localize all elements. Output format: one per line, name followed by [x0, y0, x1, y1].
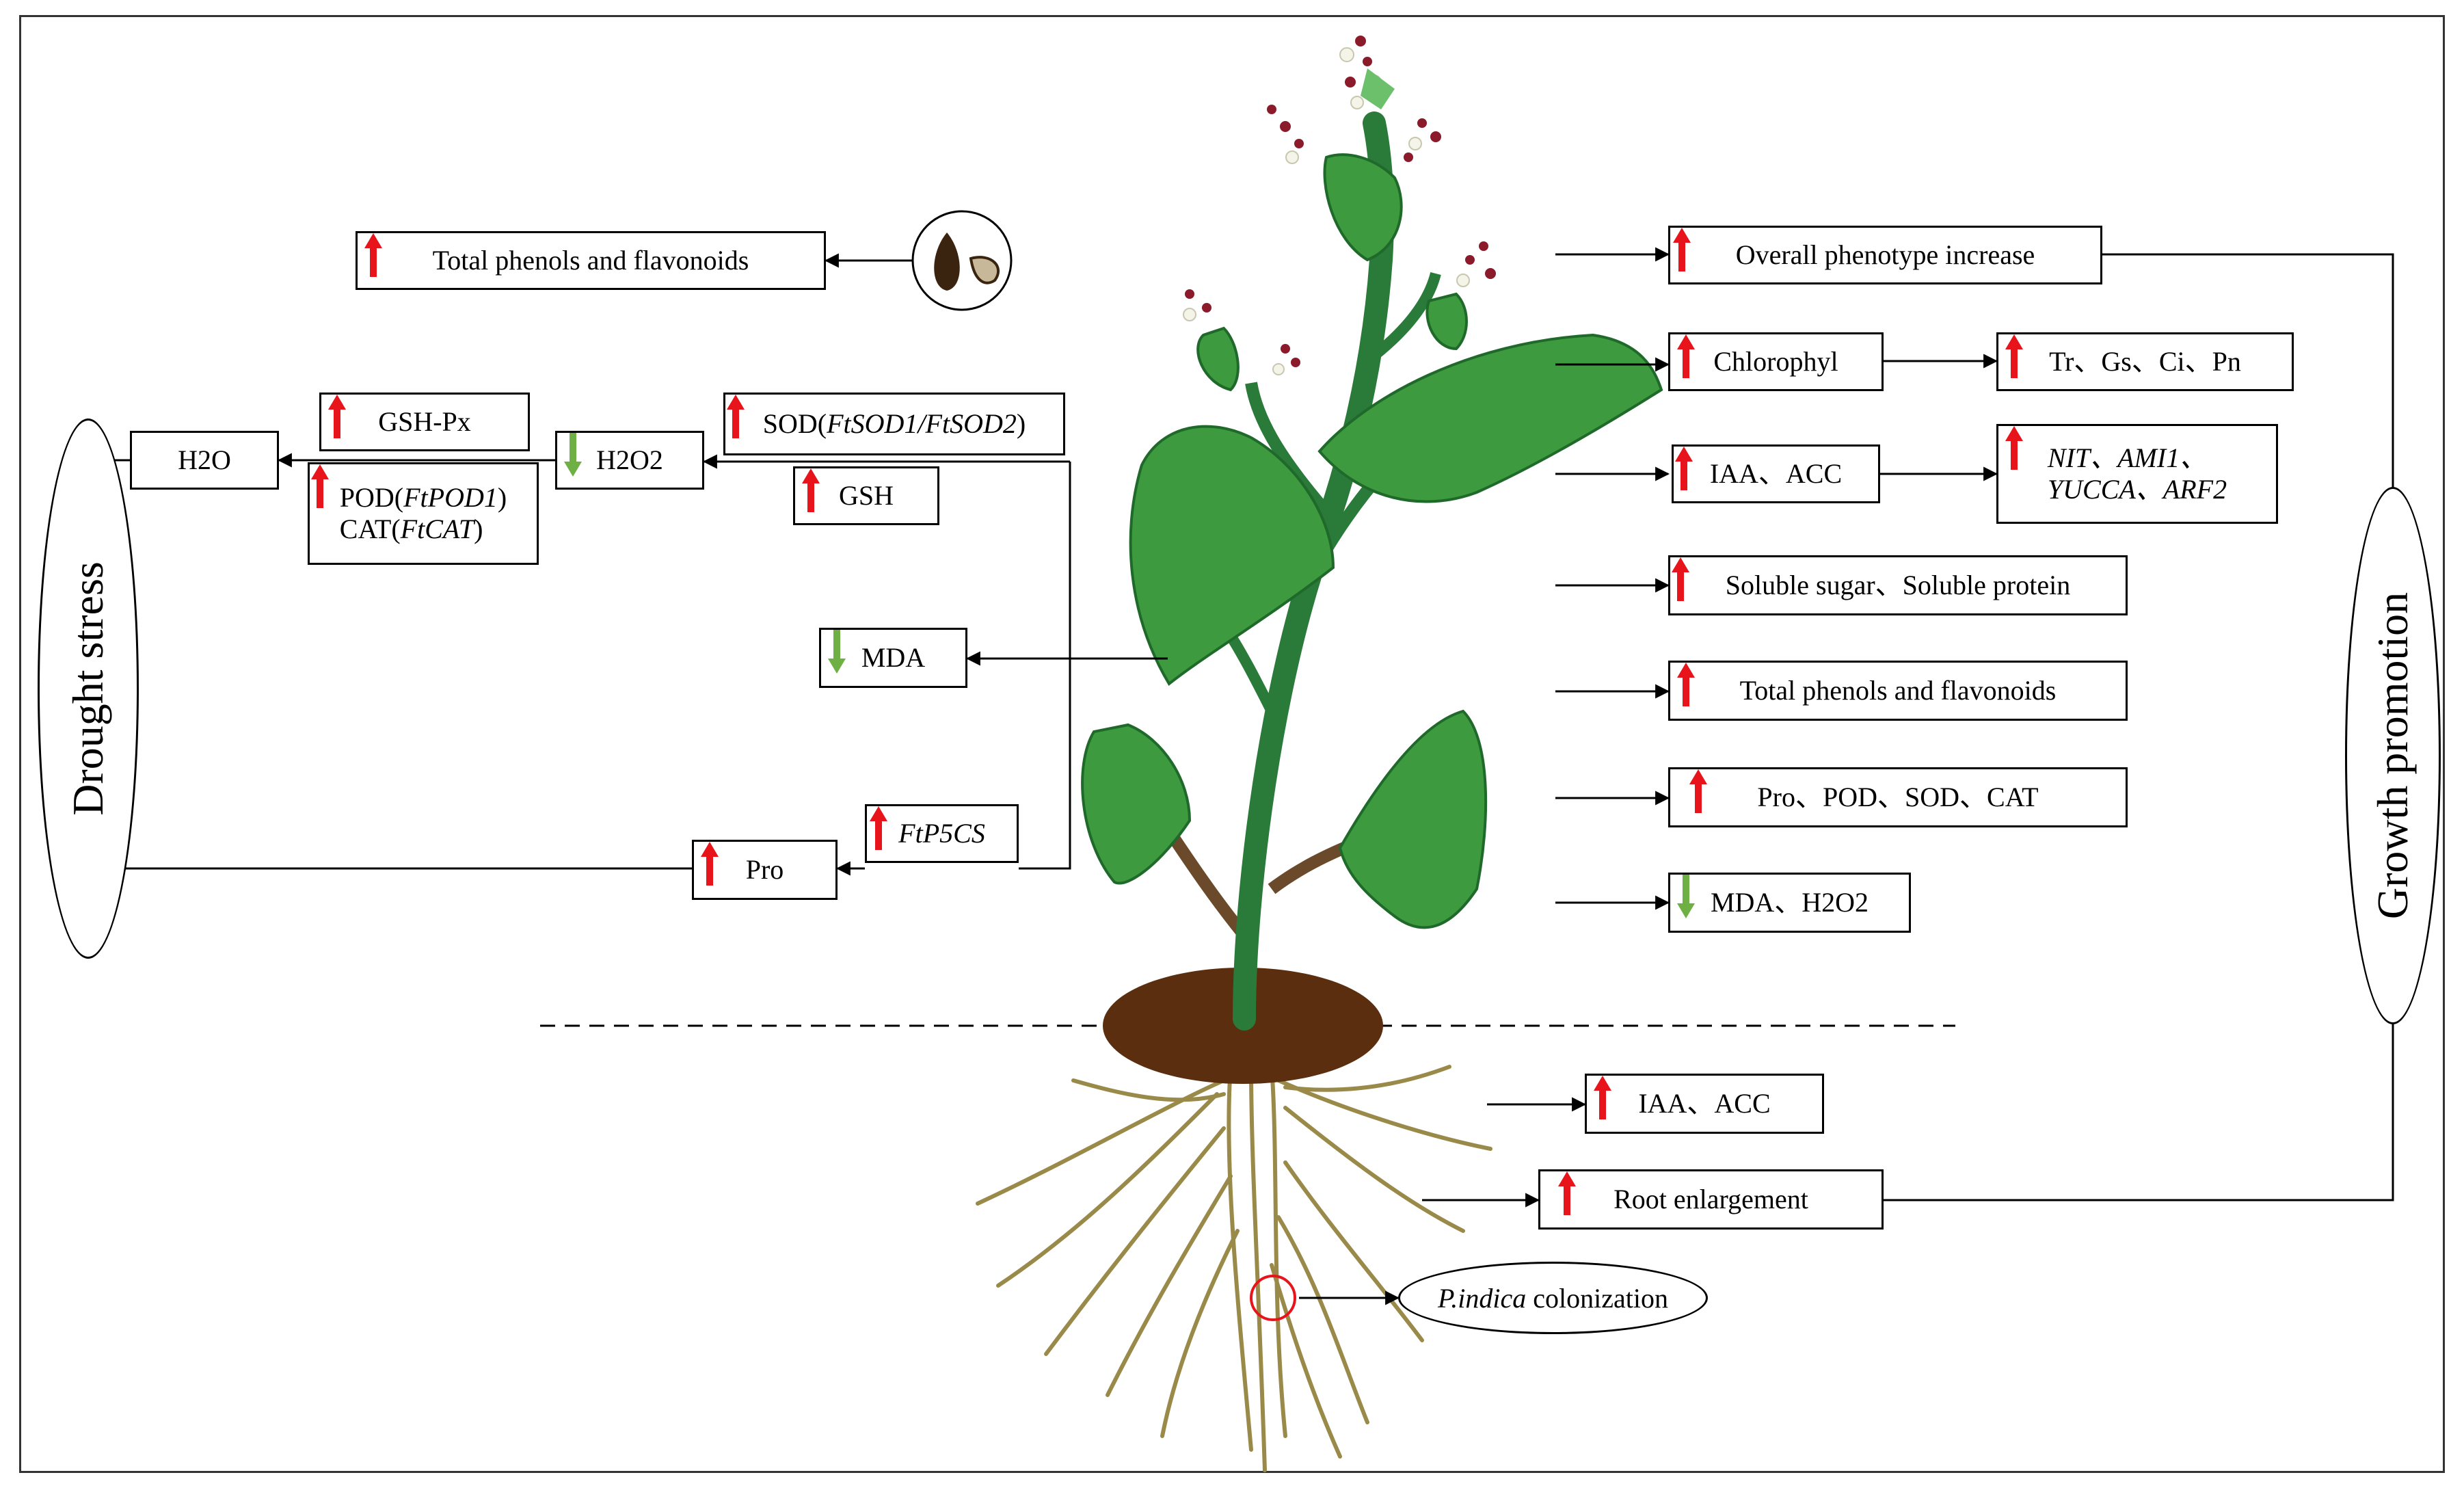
colonization-site	[1250, 1275, 1296, 1321]
red-up-arrow-icon	[1677, 334, 1695, 378]
gsh-box: GSH	[793, 466, 939, 525]
plant-illustration	[976, 36, 1663, 1472]
seed-icon	[911, 210, 1013, 311]
root-enlargement-label: Root enlargement	[1613, 1184, 1808, 1214]
h2o2-box: H2O2	[555, 431, 704, 490]
cat-line: CAT(FtCAT)	[339, 514, 483, 544]
chlorophyl-box: Chlorophyl	[1668, 332, 1884, 391]
pod-line: POD(FtPOD1)	[339, 482, 507, 513]
sod-prefix: SOD(	[762, 408, 827, 439]
sod-gene: FtSOD1/FtSOD2	[827, 408, 1017, 439]
seed-phenols-box: Total phenols and flavonoids	[356, 231, 826, 290]
colonization-oval: P.indica colonization	[1398, 1262, 1708, 1334]
soluble-label: Soluble sugar、Soluble protein	[1725, 570, 2071, 600]
figure-frame	[19, 15, 2445, 1473]
ftp5cs-gene: FtP5CS	[898, 818, 985, 849]
drought-stress-label: Drought stress	[64, 561, 112, 816]
mda-box: MDA	[819, 628, 967, 688]
photosynthesis-box: Tr、Gs、Ci、Pn	[1996, 332, 2294, 391]
growth-promotion-label: Growth promotion	[2368, 592, 2417, 920]
roots	[976, 1065, 1492, 1472]
iaa-acc-shoot-box: IAA、ACC	[1672, 444, 1880, 503]
h2o-box: H2O	[130, 431, 279, 490]
gsh-px-label: GSH-Px	[378, 406, 471, 437]
drought-stress-oval: Drought stress	[38, 418, 139, 959]
connectors	[113, 247, 2394, 1305]
red-up-arrow-icon	[2005, 426, 2023, 470]
soluble-box: Soluble sugar、Soluble protein	[1668, 555, 2128, 615]
root-enlargement-box: Root enlargement	[1538, 1169, 1884, 1230]
genes-line1: NIT、AMI1、	[2047, 442, 2208, 473]
red-up-arrow-icon	[701, 842, 719, 886]
sod-box: SOD(FtSOD1/FtSOD2)	[723, 393, 1065, 455]
chlorophyl-label: Chlorophyl	[1713, 346, 1838, 377]
green-down-arrow-icon	[828, 630, 846, 674]
growth-promotion-oval: Growth promotion	[2345, 487, 2441, 1024]
red-up-arrow-icon	[311, 464, 329, 508]
flower-clusters	[1183, 36, 1496, 375]
iaa-acc-root-box: IAA、ACC	[1585, 1074, 1824, 1134]
mda-label: MDA	[861, 642, 926, 673]
red-up-arrow-icon	[2005, 334, 2023, 378]
red-up-arrow-icon	[802, 468, 820, 512]
iaa-acc-shoot-label: IAA、ACC	[1709, 458, 1843, 489]
enzymes-box: Pro、POD、SOD、CAT	[1668, 767, 2128, 827]
red-up-arrow-icon	[727, 395, 745, 438]
gsh-px-box: GSH-Px	[319, 393, 530, 451]
phenols-label: Total phenols and flavonoids	[1739, 675, 2057, 706]
red-up-arrow-icon	[1673, 228, 1691, 271]
red-up-arrow-icon	[1675, 447, 1693, 490]
enzymes-label: Pro、POD、SOD、CAT	[1757, 782, 2039, 812]
green-down-arrow-icon	[1677, 875, 1695, 918]
overall-phenotype-label: Overall phenotype increase	[1735, 239, 2035, 270]
h2o-label: H2O	[178, 444, 231, 475]
genes-line2: YUCCA、ARF2	[2047, 474, 2227, 505]
red-up-arrow-icon	[364, 233, 382, 277]
iaa-acc-root-label: IAA、ACC	[1638, 1088, 1771, 1119]
red-up-arrow-icon	[870, 806, 887, 850]
seed-phenols-label: Total phenols and flavonoids	[432, 245, 749, 276]
pro-label: Pro	[745, 854, 784, 885]
photosynthesis-label: Tr、Gs、Ci、Pn	[2049, 346, 2241, 377]
red-up-arrow-icon	[1677, 663, 1695, 706]
red-up-arrow-icon	[328, 395, 346, 438]
colonization-text: P.indica colonization	[1438, 1282, 1668, 1314]
red-up-arrow-icon	[1672, 557, 1689, 601]
red-up-arrow-icon	[1689, 769, 1707, 813]
overall-phenotype-box: Overall phenotype increase	[1668, 226, 2102, 284]
sod-suffix: )	[1016, 408, 1026, 439]
ftp5cs-box: FtP5CS	[865, 804, 1019, 863]
h2o2-label: H2O2	[596, 444, 663, 475]
mda-h2o2-label: MDA、H2O2	[1710, 887, 1869, 918]
pod-cat-box: POD(FtPOD1) CAT(FtCAT)	[308, 462, 539, 565]
red-up-arrow-icon	[1594, 1076, 1611, 1119]
mda-h2o2-box: MDA、H2O2	[1668, 873, 1911, 933]
hormone-genes-box: NIT、AMI1、 YUCCA、ARF2	[1996, 424, 2278, 524]
red-up-arrow-icon	[1558, 1171, 1576, 1215]
green-down-arrow-icon	[564, 433, 582, 477]
gsh-label: GSH	[838, 480, 894, 511]
phenols-box: Total phenols and flavonoids	[1668, 661, 2128, 721]
pro-box: Pro	[692, 840, 838, 900]
